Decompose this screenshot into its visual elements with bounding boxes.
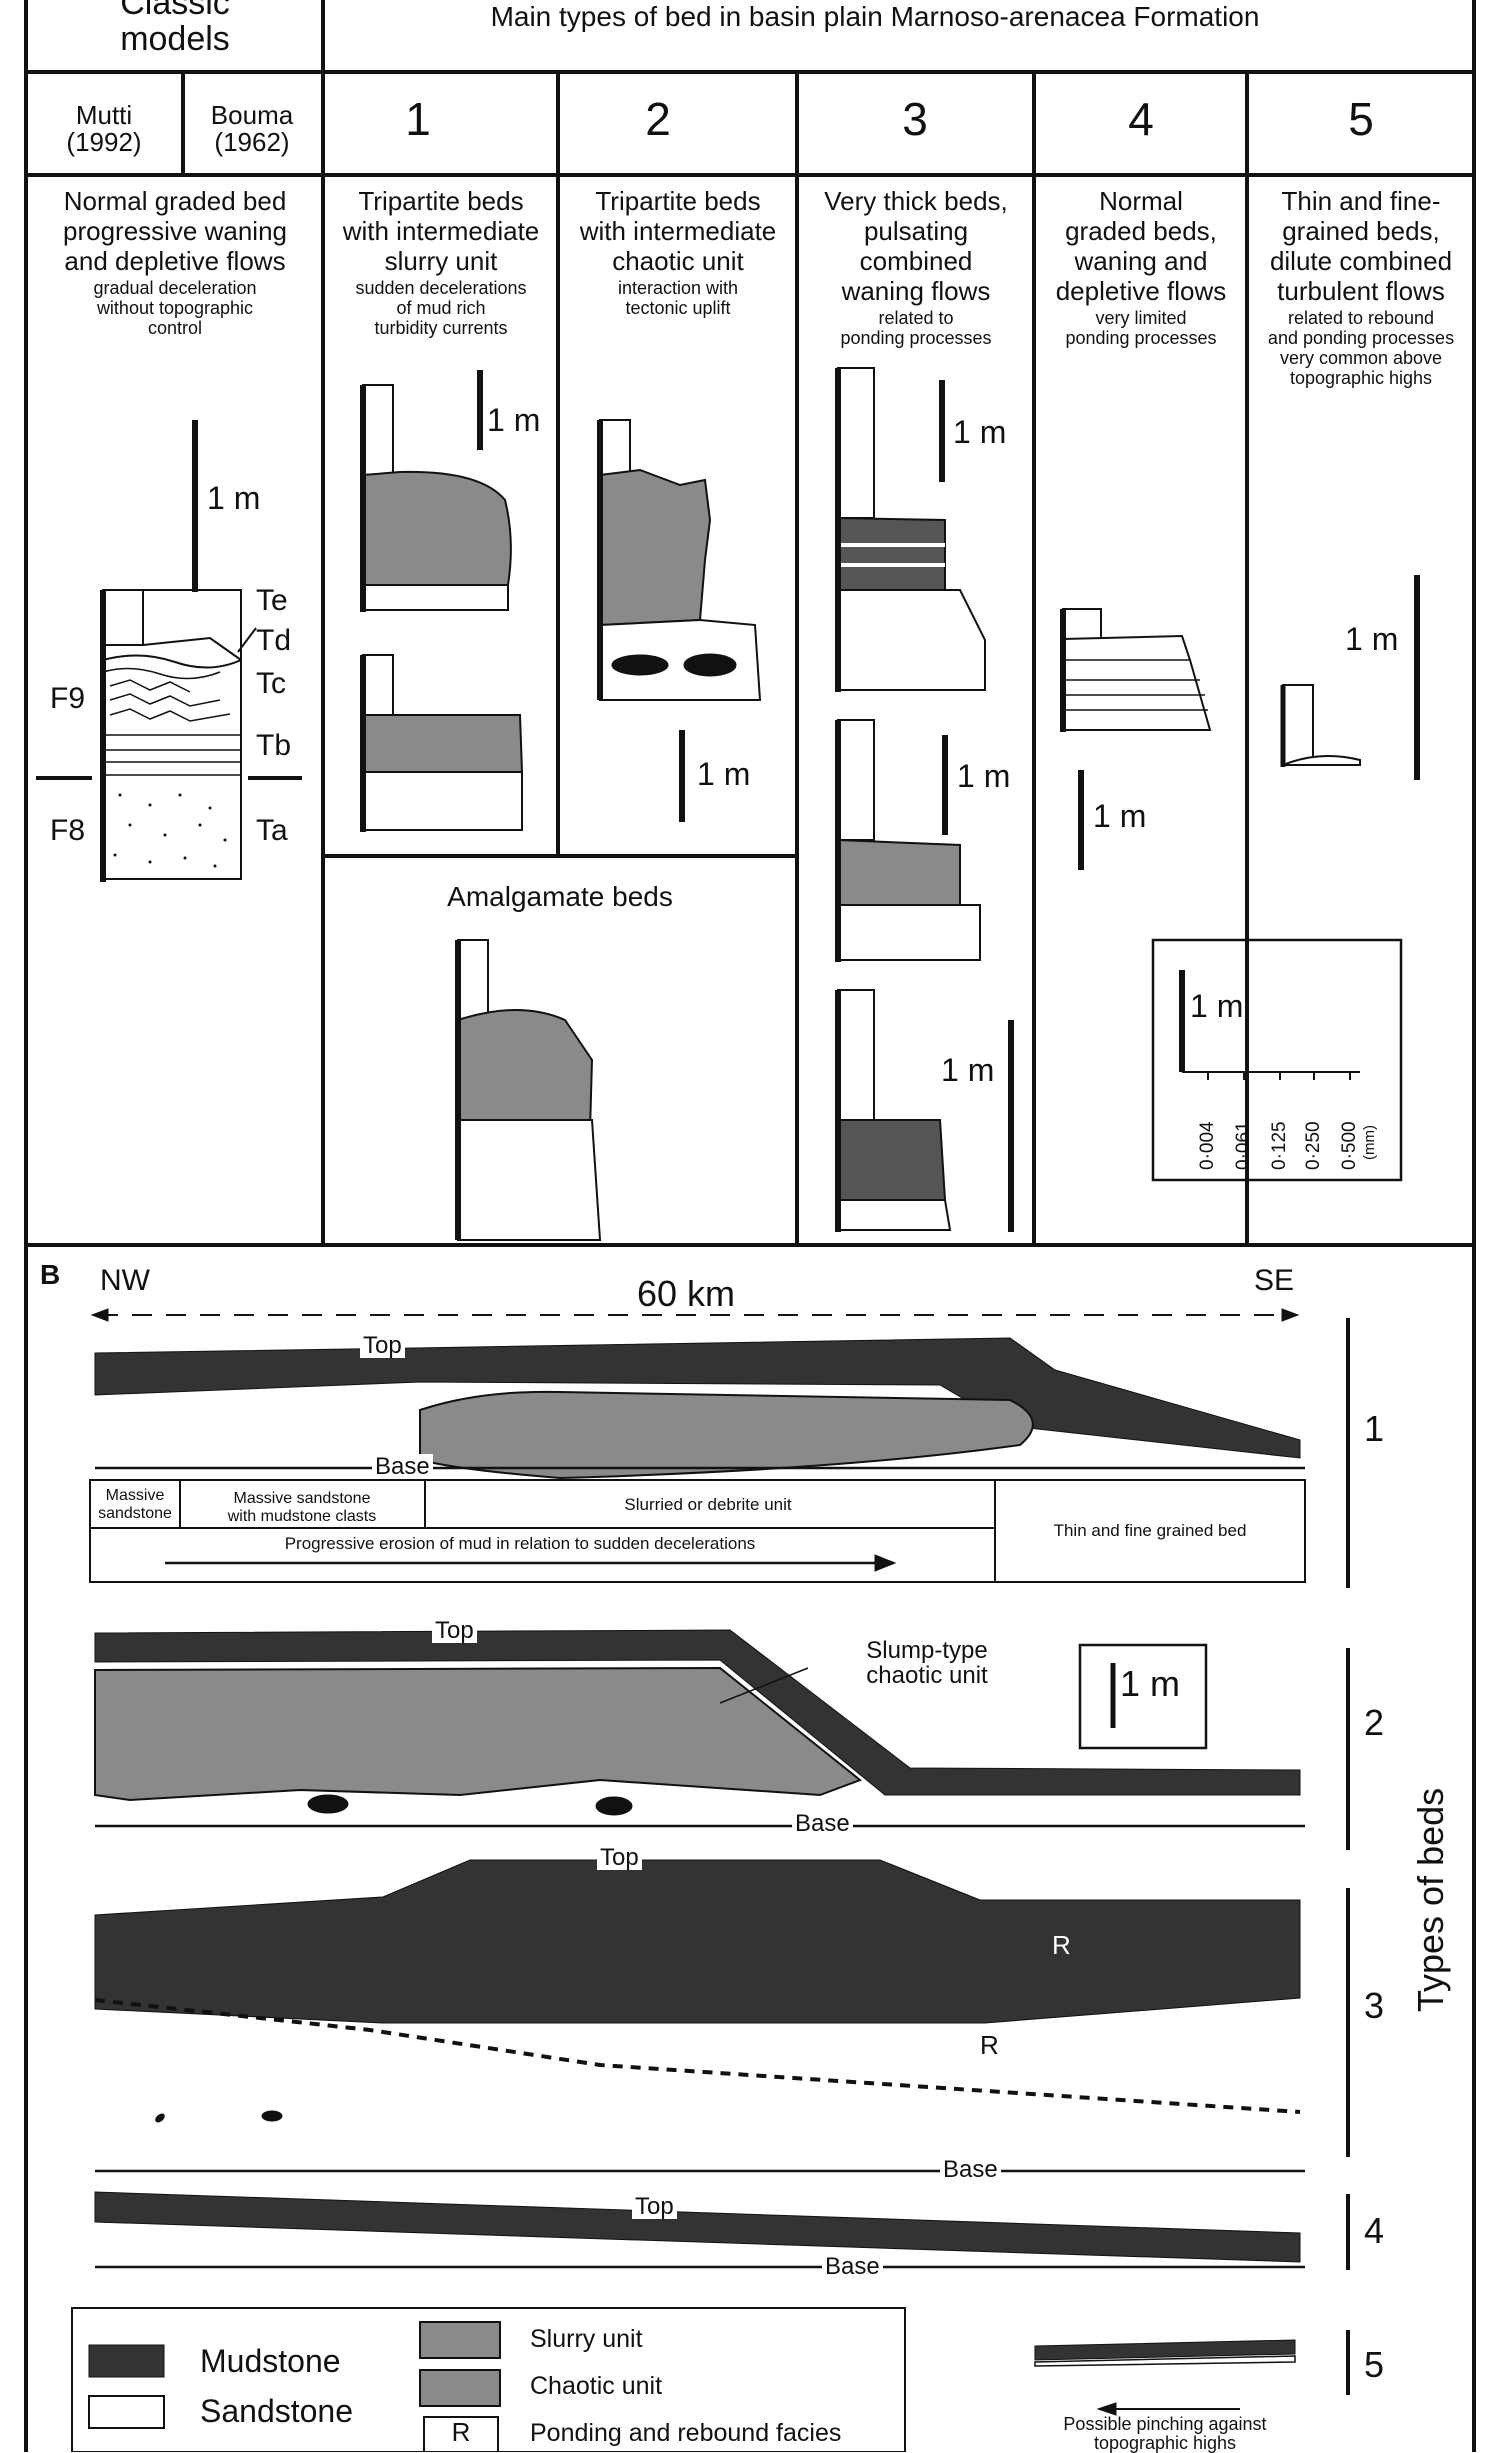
- bed1-top-label: Top: [360, 1333, 405, 1358]
- type2-scale: 1 m: [697, 756, 751, 792]
- type3-scale-b: 1 m: [957, 758, 1011, 794]
- bouma-log: [36, 420, 302, 882]
- main-types-header: Main types of bed in basin plain Marnoso…: [490, 1, 1260, 32]
- type2-title: Tripartite beds with intermediate chaoti…: [579, 186, 777, 276]
- nw-label: NW: [100, 1264, 150, 1297]
- type5-title: Thin and fine- grained beds, dilute comb…: [1269, 186, 1453, 306]
- bed1-massive-sandstone: Massive sandstone: [98, 1487, 172, 1522]
- bouma-tb: Tb: [256, 729, 292, 762]
- legend-slurry: Slurry unit: [530, 2325, 643, 2353]
- legend-mudstone: Mudstone: [200, 2343, 341, 2379]
- legend-chaotic: Chaotic unit: [530, 2372, 663, 2400]
- bed-number-5: 5: [1364, 2344, 1385, 2385]
- bed2-scale: 1 m: [1120, 1663, 1181, 1704]
- bed1-slurried-unit: Slurried or debrite unit: [624, 1495, 792, 1514]
- classic-scale: 1 m: [207, 480, 261, 516]
- type4-scale: 1 m: [1093, 798, 1147, 834]
- panel-a-frame: [24, 0, 1476, 2452]
- bed3-geometry: [94, 1859, 1350, 2173]
- bed4-geometry: [94, 2191, 1350, 2270]
- bed-number-1: 1: [1364, 1408, 1385, 1449]
- bouma-label: Bouma (1962): [210, 100, 294, 158]
- amalgamate-label: Amalgamate beds: [447, 881, 673, 912]
- type5-scale: 1 m: [1345, 621, 1399, 657]
- legend-r: R: [451, 2417, 471, 2447]
- bed3-base-label: Base: [940, 2157, 1001, 2182]
- type-number-2: 2: [645, 93, 671, 145]
- bouma-tc: Tc: [256, 667, 286, 700]
- types-of-beds-label: Types of beds: [1410, 1787, 1451, 2012]
- bouma-ta: Ta: [256, 814, 288, 847]
- mutti-f8: F8: [50, 814, 86, 847]
- bed1-erosion-note: Progressive erosion of mud in relation t…: [284, 1534, 756, 1553]
- bed2-base-label: Base: [792, 1811, 853, 1836]
- type4-title: Normal graded beds, waning and depletive…: [1055, 186, 1227, 306]
- legend-sandstone: Sandstone: [200, 2393, 354, 2429]
- distance-label: 60 km: [636, 1273, 736, 1314]
- type-number-3: 3: [902, 93, 928, 145]
- bed-number-4: 4: [1364, 2210, 1385, 2251]
- bouma-te: Te: [256, 584, 288, 617]
- type3-scale-a: 1 m: [953, 414, 1007, 450]
- bed1-base-label: Base: [372, 1454, 433, 1479]
- classic-models-header: Classic models: [120, 0, 230, 58]
- grain-0004: 0·004: [1197, 1121, 1218, 1170]
- legend-ponding: Ponding and rebound facies: [530, 2419, 842, 2447]
- type3-subtitle: related to ponding processes: [840, 308, 992, 348]
- type2-subtitle: interaction with tectonic uplift: [617, 278, 739, 318]
- se-label: SE: [1254, 1264, 1295, 1297]
- bouma-td: Td: [256, 624, 292, 657]
- bed3-r-mud: R: [1052, 1930, 1071, 1960]
- classic-subtitle: gradual deceleration without topographic…: [93, 278, 257, 338]
- bed1-thin-bed: Thin and fine grained bed: [1053, 1521, 1247, 1540]
- type1-title: Tripartite beds with intermediate slurry…: [342, 186, 540, 276]
- type-number-1: 1: [405, 93, 431, 145]
- type4-subtitle: very limited ponding processes: [1065, 308, 1217, 348]
- type3-scale-c: 1 m: [941, 1052, 995, 1088]
- grain-0125: 0·125: [1269, 1121, 1290, 1170]
- bed-number-3: 3: [1364, 1985, 1385, 2026]
- type4-log: [1060, 608, 1212, 870]
- type1-subtitle: sudden decelerations of mud rich turbidi…: [355, 278, 527, 338]
- legend-pinch: Possible pinching against topographic hi…: [1063, 2414, 1267, 2453]
- bed1-geometry: [89, 1318, 1350, 1588]
- slump-label: Slump-type chaotic unit: [866, 1637, 988, 1690]
- bed2-top-label: Top: [432, 1618, 477, 1643]
- panel-b-distance: [90, 1308, 1300, 1322]
- panel-b-letter: B: [40, 1259, 61, 1290]
- bed4-top-label: Top: [632, 2194, 677, 2219]
- bed2-geometry: [94, 1629, 1350, 1850]
- grain-0061: 0·061: [1233, 1121, 1254, 1170]
- bed4-base-label: Base: [822, 2254, 883, 2279]
- type5-subtitle: related to rebound and ponding processes…: [1267, 308, 1455, 388]
- type-number-5: 5: [1348, 93, 1374, 145]
- bed3-r-sand: R: [980, 2030, 999, 2060]
- grain-box-scale: 1 m: [1190, 988, 1244, 1024]
- sand-dots: [113, 793, 227, 868]
- bed-number-2: 2: [1364, 1702, 1385, 1743]
- mutti-label: Mutti (1992): [66, 100, 142, 158]
- bed1-mudstone-clasts: Massive sandstone with mudstone clasts: [227, 1490, 377, 1525]
- grain-scale-box: [1151, 938, 1403, 1182]
- mutti-f9: F9: [50, 682, 86, 715]
- type-number-4: 4: [1128, 93, 1154, 145]
- type5-log: [1280, 575, 1420, 780]
- type3-title: Very thick beds, pulsating combined wani…: [824, 186, 1008, 306]
- bed3-top-label: Top: [597, 1845, 642, 1870]
- grain-0250: 0·250: [1303, 1121, 1324, 1170]
- type3-logs: [835, 367, 1014, 1232]
- type2-log: [597, 419, 762, 822]
- legend-box: [71, 2307, 1350, 2452]
- type1-logs: [360, 370, 602, 1241]
- grain-unit: (mm): [1361, 1125, 1378, 1160]
- classic-title: Normal graded bed progressive waning and…: [62, 186, 288, 276]
- grain-0500: 0·500: [1339, 1121, 1360, 1170]
- type1-scale: 1 m: [487, 402, 541, 438]
